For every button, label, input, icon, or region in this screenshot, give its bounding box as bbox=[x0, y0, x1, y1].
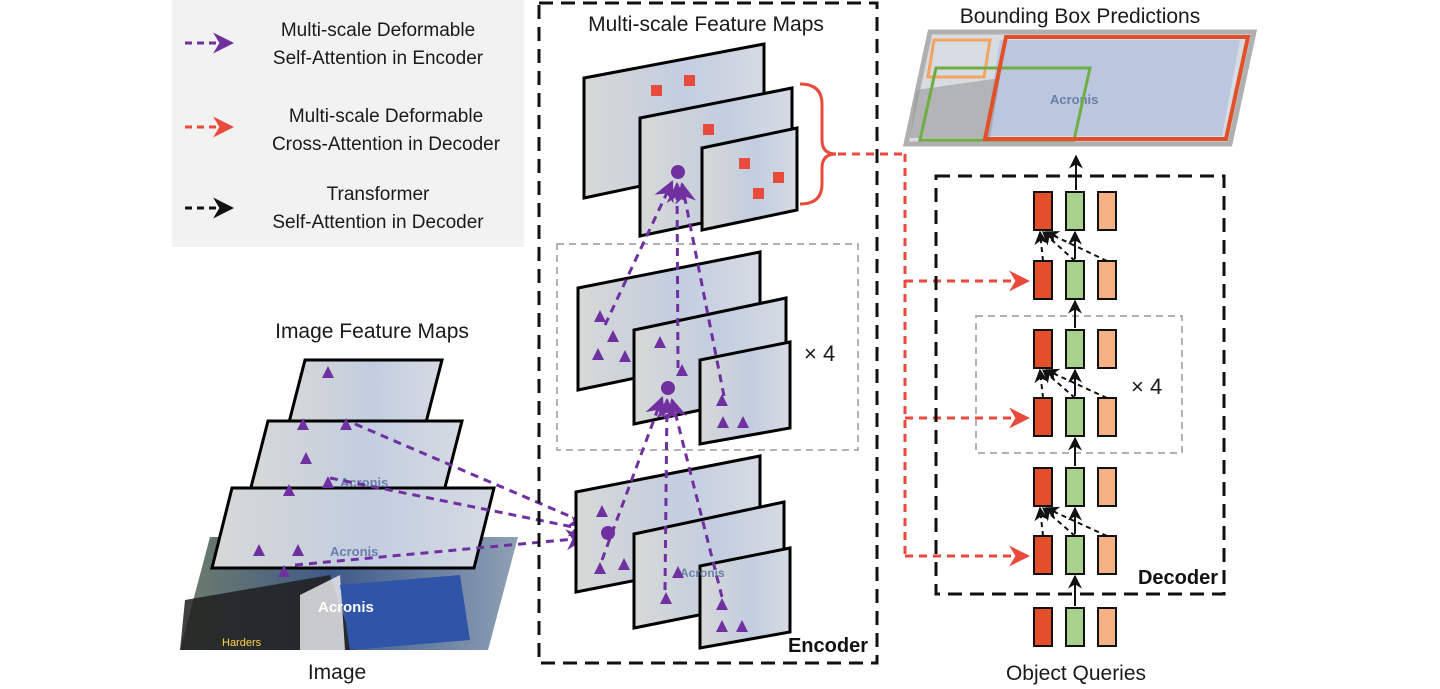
legend-label-cross-1: Multi-scale Deformable bbox=[289, 106, 483, 127]
feature-map-sponsor-text-2: Acronis bbox=[330, 544, 378, 559]
image-feature-map-large bbox=[210, 486, 496, 570]
photo-sponsor-text: Acronis bbox=[318, 599, 374, 616]
object-queries-label: Object Queries bbox=[1006, 662, 1146, 685]
query-token bbox=[1097, 397, 1117, 437]
query-token bbox=[1097, 607, 1117, 647]
multi-scale-map-mid-3 bbox=[698, 340, 792, 446]
query-token bbox=[1033, 191, 1053, 231]
query-token bbox=[1097, 260, 1117, 300]
query-token bbox=[1065, 260, 1085, 300]
legend-label-cross-2: Cross-Attention in Decoder bbox=[272, 134, 501, 155]
query-token bbox=[1033, 467, 1053, 507]
query-token bbox=[1065, 467, 1085, 507]
decoder-repeat-label: × 4 bbox=[1131, 374, 1162, 399]
query-token bbox=[1065, 607, 1085, 647]
decoder-label: Decoder bbox=[1138, 567, 1218, 589]
query-token bbox=[1097, 191, 1117, 231]
decoder-box bbox=[934, 174, 1226, 596]
encoder-sampling-points bbox=[592, 165, 749, 632]
cross-attention-arrows bbox=[838, 152, 1031, 567]
bounding-box-predictions: Bounding Box Predictions Acronis bbox=[902, 5, 1258, 147]
encoder-attention-arrows bbox=[600, 180, 726, 598]
query-token bbox=[1097, 329, 1117, 369]
image-to-encoder-arrows bbox=[294, 422, 591, 567]
decoder-self-attention-arrow bbox=[1044, 506, 1108, 537]
query-token bbox=[1033, 535, 1053, 575]
query-token-rows bbox=[1033, 191, 1117, 647]
legend: Multi-scale Deformable Self-Attention in… bbox=[172, 0, 524, 247]
decoder-self-attention-arrow bbox=[1034, 506, 1049, 537]
query-token bbox=[1065, 397, 1085, 437]
decoder-self-attention-arrow bbox=[1044, 368, 1108, 399]
image-label: Image bbox=[308, 661, 366, 684]
encoder-label: Encoder bbox=[788, 635, 868, 657]
image-feature-maps-label: Image Feature Maps bbox=[275, 320, 469, 343]
decoder-self-attention-arrow bbox=[1041, 369, 1076, 399]
encoder-repeat-box bbox=[556, 243, 859, 451]
query-token bbox=[1065, 535, 1085, 575]
image-section: Image Feature Maps Acronis Harders Image… bbox=[180, 320, 591, 684]
encoder: Multi-scale Feature Maps Encoder × 4 Acr… bbox=[537, 1, 879, 665]
decoder-self-attention-arrow bbox=[1044, 231, 1108, 262]
legend-label-encoder-2: Self-Attention in Encoder bbox=[273, 48, 484, 69]
query-token bbox=[1033, 607, 1053, 647]
legend-label-decoder-2: Self-Attention in Decoder bbox=[272, 212, 484, 233]
decoder: Decoder × 4 bbox=[934, 154, 1226, 647]
query-token bbox=[1065, 329, 1085, 369]
encoder-box bbox=[537, 1, 879, 665]
query-token bbox=[1033, 260, 1053, 300]
prediction-sponsor-text: Acronis bbox=[1050, 92, 1098, 107]
decoder-self-attention-arrow bbox=[1034, 230, 1049, 262]
bounding-box-predictions-label: Bounding Box Predictions bbox=[960, 5, 1201, 28]
decoder-self-attention-arrow bbox=[1041, 231, 1076, 262]
legend-label-encoder-1: Multi-scale Deformable bbox=[281, 20, 475, 41]
query-token bbox=[1097, 467, 1117, 507]
image-sampling-points bbox=[253, 366, 352, 577]
bbox-red bbox=[982, 35, 1251, 141]
decoder-self-attention-arrow bbox=[1034, 368, 1049, 399]
query-token bbox=[1033, 397, 1053, 437]
legend-label-decoder-1: Transformer bbox=[327, 184, 430, 205]
photo-shirt-text: Harders bbox=[222, 637, 262, 649]
multi-scale-feature-maps-label: Multi-scale Feature Maps bbox=[588, 13, 824, 36]
encoder-output-brace bbox=[799, 82, 837, 206]
multi-scale-map-top-3 bbox=[700, 126, 799, 232]
decoder-repeat-box bbox=[975, 315, 1183, 454]
bbox-orange bbox=[926, 38, 992, 79]
decoder-sampling-points bbox=[651, 75, 784, 199]
encoder-repeat-label: × 4 bbox=[804, 341, 835, 366]
decoder-self-attention-arrow bbox=[1041, 507, 1076, 537]
query-token bbox=[1065, 191, 1085, 231]
query-token bbox=[1097, 535, 1117, 575]
query-token bbox=[1033, 329, 1053, 369]
